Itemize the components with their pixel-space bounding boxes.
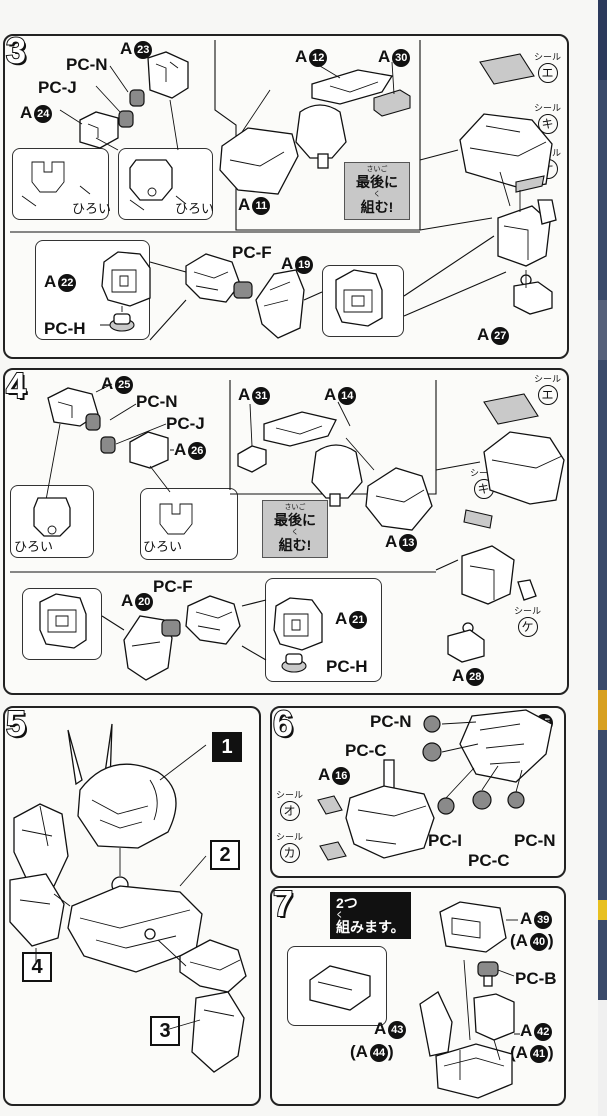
seal-o-label: シールオ <box>276 790 303 821</box>
subassembly-1-marker: 1 <box>212 732 242 762</box>
step-4-number: 4 <box>5 365 27 406</box>
seal-ki-label: シールキ <box>534 103 561 134</box>
seal-ka-label: シールカ <box>276 832 303 863</box>
wide-label: ひろい <box>72 201 112 216</box>
part-label-pc-f: PC-F <box>153 577 193 596</box>
page-edge-strip <box>598 0 607 1116</box>
seal-e-label: シールエ <box>534 374 561 405</box>
seal-ke-label: シールケ <box>514 606 541 637</box>
part-label-pc-h: PC-H <box>326 657 368 676</box>
part-label-pc-h: PC-H <box>44 319 86 338</box>
seal-ki-label: シールキ <box>470 468 497 499</box>
subassembly-2-marker: 2 <box>210 840 240 870</box>
part-label-pc-j: PC-J <box>166 414 205 433</box>
part-label-pc-i: PC-I <box>428 831 462 850</box>
wide-label: ひろい <box>14 539 54 554</box>
part-label-pc-n: PC-N <box>514 831 556 850</box>
subassembly-4-marker: 4 <box>22 952 52 982</box>
assemble-last-note: さいご 最後に く 組む! <box>262 500 328 558</box>
part-label-pc-b: PC-B <box>515 969 557 988</box>
part-label-pc-n: PC-N <box>66 55 108 74</box>
part-label-pc-c: PC-C <box>345 741 387 760</box>
step-3-illustration <box>10 40 557 341</box>
seal-e-label: シールエ <box>534 52 561 83</box>
wide-label: ひろい <box>143 539 183 554</box>
step-3-wide-detail-left <box>12 148 109 220</box>
wide-label: ひろい <box>175 201 215 216</box>
make-two-tag: 2つ く 組みます。 <box>330 892 411 939</box>
step-4-illustration <box>10 380 565 681</box>
part-label-pc-j: PC-J <box>38 78 77 97</box>
step-7-number: 7 <box>272 883 294 924</box>
subassembly-3-marker: 3 <box>150 1016 180 1046</box>
step-5-number: 5 <box>5 703 27 744</box>
part-label-pc-n: PC-N <box>370 712 412 731</box>
assemble-last-note: さいご 最後に く 組む! <box>344 162 410 220</box>
step-3-number: 3 <box>5 30 27 71</box>
step-4-wide-detail-right <box>140 488 238 560</box>
part-label-pc-c: PC-C <box>468 851 510 870</box>
part-label-pc-n: PC-N <box>136 392 178 411</box>
part-label-pc-f: PC-F <box>232 243 272 262</box>
step-6-number: 6 <box>272 703 294 744</box>
